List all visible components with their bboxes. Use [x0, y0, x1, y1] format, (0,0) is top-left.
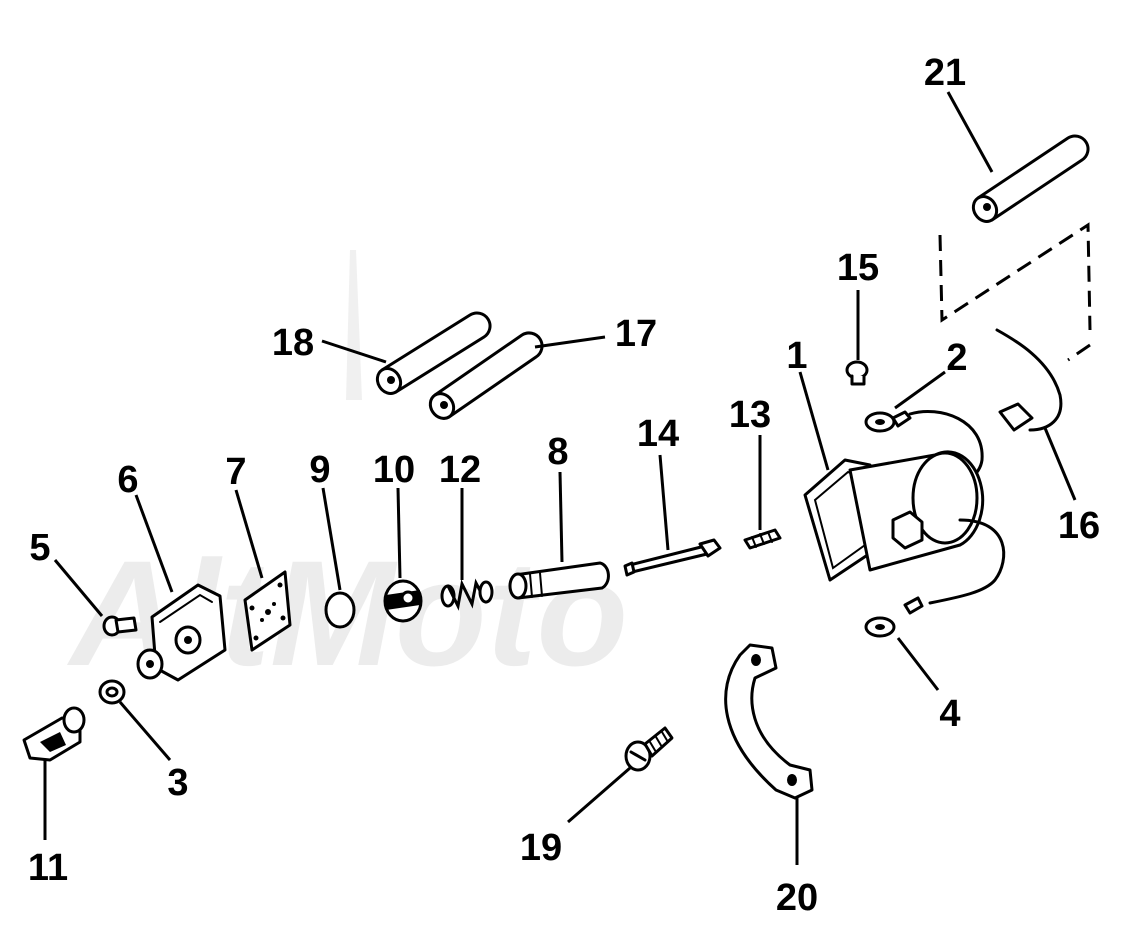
callout-9: 9 [309, 449, 330, 491]
callout-8: 8 [547, 431, 568, 473]
part-21-hose [971, 134, 1090, 223]
part-19-screw [624, 726, 674, 772]
part-5-screw [102, 615, 138, 637]
callout-11: 11 [28, 847, 68, 889]
part-6-cover [136, 583, 227, 682]
part-8-sleeve [508, 561, 610, 600]
callout-14: 14 [637, 413, 679, 455]
part-1-solenoid [803, 450, 985, 582]
part-9-disc [324, 591, 356, 629]
callout-16: 16 [1058, 505, 1100, 547]
part-7-gasket [243, 570, 292, 652]
callout-21: 21 [924, 52, 966, 94]
part-12-spring [440, 578, 494, 611]
dashed-connector [938, 222, 1092, 362]
part-4-ring-terminal [864, 518, 1006, 638]
part-17-hose [428, 331, 544, 420]
callout-17: 17 [615, 313, 657, 355]
part-15-screw [845, 360, 869, 386]
watermark-layer: AltMoto [66, 250, 628, 697]
callout-6: 6 [117, 459, 138, 501]
callout-labels: 21 15 2 1 16 4 13 14 8 12 10 9 7 6 5 3 1… [28, 52, 1100, 919]
callout-19: 19 [520, 827, 562, 869]
callout-15: 15 [837, 247, 879, 289]
callout-12: 12 [439, 449, 481, 491]
callout-10: 10 [373, 449, 415, 491]
part-16-clip [995, 328, 1063, 432]
callout-13: 13 [729, 394, 771, 436]
part-14-plunger [623, 538, 722, 577]
part-10-coil [383, 579, 423, 623]
part-11-elbow [22, 706, 86, 762]
part-18-hose [375, 311, 492, 395]
callout-4: 4 [939, 693, 960, 735]
leader-lines [43, 91, 1077, 865]
part-20-clamp [724, 643, 814, 800]
part-13-spring [743, 528, 782, 550]
part-3-washer [98, 679, 126, 705]
callout-2: 2 [946, 337, 967, 379]
callout-1: 1 [786, 335, 807, 377]
callout-20: 20 [776, 877, 818, 919]
callout-3: 3 [167, 762, 188, 804]
callout-18: 18 [272, 322, 314, 364]
callout-7: 7 [225, 451, 246, 493]
callout-5: 5 [29, 527, 50, 569]
